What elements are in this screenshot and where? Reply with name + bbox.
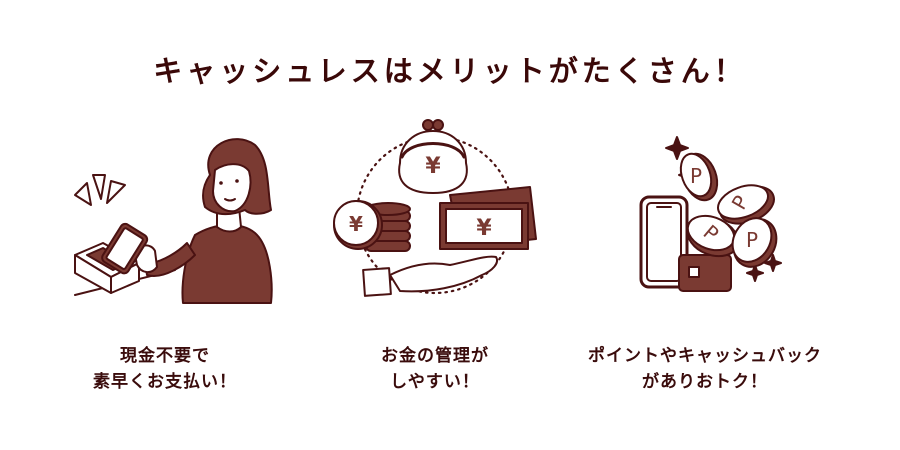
signal-icon	[74, 182, 92, 206]
purse-icon: ¥	[398, 119, 468, 194]
banknote-icon: ¥	[439, 186, 537, 250]
svg-text:¥: ¥	[425, 154, 441, 179]
caption-points-cashback: ポイントやキャッシュバック がありおトク！	[588, 346, 822, 392]
money-management-illustration: ¥ ¥ ¥	[333, 119, 537, 297]
svg-text:¥: ¥	[476, 216, 492, 241]
caption-fast-payment: 現金不要で 素早くお支払い！	[93, 346, 237, 392]
svg-text:P: P	[746, 228, 758, 252]
points-cashback-illustration: P P P P	[639, 136, 782, 292]
point-coin-icon: P	[679, 152, 719, 202]
coin-stack-icon: ¥	[333, 200, 411, 252]
open-hand-icon	[362, 255, 498, 297]
page-title: キャッシュレスはメリットがたくさん！	[153, 54, 747, 88]
sparkle-icon	[665, 136, 689, 160]
merit-panel-money-management: ¥ ¥ ¥	[320, 115, 580, 415]
svg-text:P: P	[690, 164, 702, 188]
svg-text:¥: ¥	[349, 212, 363, 236]
woman-paying-illustration	[74, 138, 273, 304]
merit-panel-points-cashback: P P P P ポイントやキャッシュバック がありおトク！	[585, 115, 845, 415]
merit-panel-fast-payment: 現金不要で 素早くお支払い！	[35, 115, 295, 415]
caption-money-management: お金の管理が しやすい！	[381, 346, 489, 392]
card-icon	[678, 254, 732, 292]
